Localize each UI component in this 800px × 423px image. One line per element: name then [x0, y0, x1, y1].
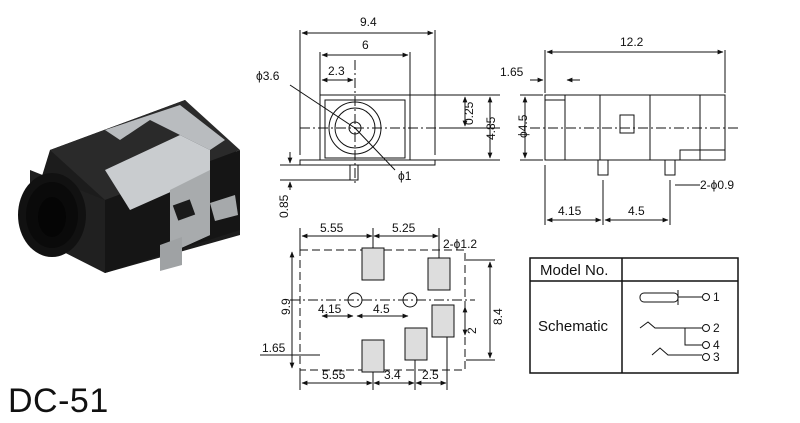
- schematic-symbol: [639, 290, 710, 361]
- model-title: DC-51: [8, 382, 109, 420]
- dim-fp-height-inner: 8.4: [491, 308, 505, 325]
- dim-side-length: 12.2: [620, 35, 644, 49]
- schematic-pin-4: 4: [713, 338, 720, 352]
- front-view: [280, 30, 500, 190]
- dim-fp-pad-size: 2: [465, 327, 479, 334]
- dim-fp-bottom-right: 2.5: [422, 368, 439, 382]
- table-model-label: Model No.: [540, 262, 608, 279]
- dim-base-height: 0.85: [277, 194, 291, 218]
- dim-fp-bottom-left: 5.55: [322, 368, 346, 382]
- dim-side-pin-spacing-2: 4.5: [628, 204, 645, 218]
- dim-hole-diameter: ϕ3.6: [256, 69, 280, 83]
- table-schematic-label: Schematic: [538, 318, 609, 335]
- dim-hole-offset: 2.3: [328, 64, 345, 78]
- product-photo: [18, 100, 240, 273]
- dim-fp-top-left: 5.55: [320, 221, 344, 235]
- schematic-pin-2: 2: [713, 321, 720, 335]
- dim-fp-hole-spec: 2-ϕ1.2: [443, 237, 477, 251]
- dim-side-pin-spec: 2-ϕ0.9: [700, 178, 734, 192]
- dim-bore-diameter: ϕ4.5: [516, 114, 530, 138]
- dim-pin-diameter: ϕ1: [398, 169, 412, 183]
- dim-fp-hole-right: 4.5: [373, 302, 390, 316]
- dim-fp-height-overall: 9.9: [279, 298, 293, 315]
- pcb-footprint: [260, 228, 495, 390]
- dim-front-height: 4.85: [484, 116, 498, 140]
- dim-front-width-inner: 6: [362, 38, 369, 52]
- dim-side-pin-spacing-1: 4.15: [558, 204, 582, 218]
- spec-table: [529, 257, 739, 374]
- dim-fp-bottom-margin: 1.65: [262, 341, 286, 355]
- schematic-pin-1: 1: [713, 290, 720, 304]
- schematic-pin-3: 3: [713, 350, 720, 364]
- dim-side-front-depth: 1.65: [500, 65, 524, 79]
- dim-front-width-total: 9.4: [360, 15, 377, 29]
- dim-fp-top-right: 5.25: [392, 221, 416, 235]
- side-view: [520, 49, 740, 225]
- dim-fp-bottom-mid: 3.4: [384, 368, 401, 382]
- dim-fp-hole-left: 4.15: [318, 302, 342, 316]
- dim-offset-small: 0.25: [462, 101, 476, 125]
